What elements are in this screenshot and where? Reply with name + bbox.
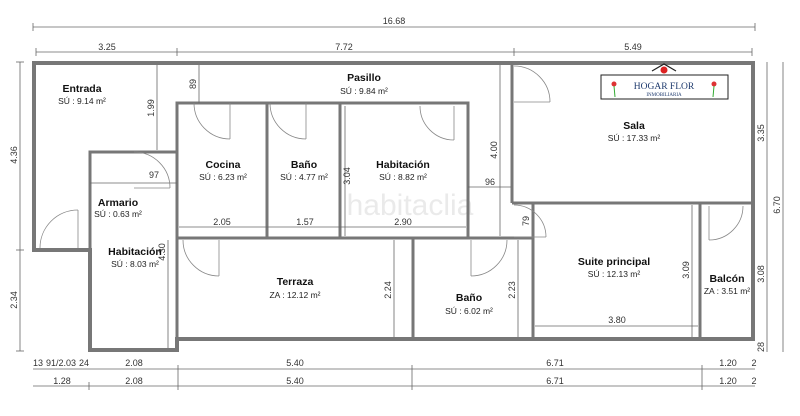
svg-text:SÚ : 9.84 m²: SÚ : 9.84 m² [340,86,388,96]
svg-text:SÚ : 6.02 m²: SÚ : 6.02 m² [445,306,493,316]
dim-304: 3.04 [342,167,352,185]
svg-text:Baño: Baño [291,159,317,171]
svg-text:SÚ : 9.14 m²: SÚ : 9.14 m² [58,96,106,106]
dim-left-1: 4.36 [9,146,19,164]
dim-205: 2.05 [213,217,231,227]
dim-157: 1.57 [296,217,314,227]
dim-b1-0: 13 [33,358,43,368]
dim-223: 2.23 [507,281,517,299]
svg-text:Habitación: Habitación [376,159,430,171]
svg-text:SÚ : 17.33 m²: SÚ : 17.33 m² [608,133,661,143]
dim-b1-5: 6.71 [546,358,564,368]
bottom-dimensions: 13 91/2.03 24 2.08 5.40 6.71 1.20 2 1.28… [33,358,757,390]
top-dimensions: 16.68 3.25 7.72 5.49 [32,16,756,56]
svg-text:Pasillo: Pasillo [347,72,381,84]
dim-b1-3: 2.08 [125,358,143,368]
svg-text:Cocina: Cocina [205,159,240,171]
dim-b1-6: 1.20 [719,358,737,368]
svg-text:Entrada: Entrada [62,83,101,95]
svg-text:SÚ : 0.63 m²: SÚ : 0.63 m² [94,209,142,219]
dim-b2-3: 6.71 [546,376,564,386]
dim-79: 79 [521,216,531,226]
svg-text:ZA : 12.12 m²: ZA : 12.12 m² [269,290,320,300]
doors [39,65,744,277]
dim-total-width: 16.68 [383,16,406,26]
dim-b1-7: 2 [751,358,756,368]
walls [32,61,755,352]
watermark: habitaclia [347,189,474,222]
dim-left-2: 2.34 [9,291,19,309]
dim-b1-1: 91/2.03 [46,358,76,368]
dim-b1-2: 24 [79,358,89,368]
room-terraza: Terraza ZA : 12.12 m² [269,276,320,300]
svg-text:SÚ : 12.13 m²: SÚ : 12.13 m² [588,269,641,279]
svg-text:Baño: Baño [456,292,482,304]
svg-text:Armario: Armario [98,197,138,209]
dim-right-1: 3.35 [756,124,766,142]
dim-400: 4.00 [489,141,499,159]
svg-text:Terraza: Terraza [277,276,314,288]
logo-name: HOGAR FLOR [634,82,695,92]
svg-text:Sala: Sala [623,120,645,132]
dim-right-3: 28 [756,342,766,352]
dim-309: 3.09 [681,261,691,279]
hogar-flor-logo: HOGAR FLOR INMOBILIARIA [600,63,729,100]
interior-dimensions: 89 1.99 97 3.04 4.00 96 2.05 1.57 2.90 4… [146,65,698,348]
dim-b2-2: 5.40 [286,376,304,386]
svg-text:ZA : 3.51 m²: ZA : 3.51 m² [704,286,750,296]
svg-text:Habitación: Habitación [108,246,162,258]
dim-b2-0: 1.28 [53,376,71,386]
svg-text:SÚ : 6.23 m²: SÚ : 6.23 m² [199,172,247,182]
room-pasillo: Pasillo SÚ : 9.84 m² [340,72,388,96]
dim-top-1: 3.25 [98,42,116,52]
dim-top-2: 7.72 [335,42,353,52]
svg-text:SÚ : 8.82 m²: SÚ : 8.82 m² [379,172,427,182]
dim-89: 89 [188,79,198,89]
dim-right-total: 6.70 [772,196,782,214]
svg-text:Balcón: Balcón [709,273,744,285]
room-bano-2: Baño SÚ : 6.02 m² [445,292,493,316]
dim-380: 3.80 [608,315,626,325]
dim-b1-4: 5.40 [286,358,304,368]
right-dimensions: 3.35 3.08 28 6.70 [756,62,784,352]
svg-text:Suite principal: Suite principal [578,256,650,268]
svg-text:SÚ : 8.03 m²: SÚ : 8.03 m² [111,259,159,269]
dim-430: 4.30 [157,243,167,261]
dim-b2-5: 2 [751,376,756,386]
dim-199: 1.99 [146,99,156,117]
dim-96: 96 [485,177,495,187]
dim-right-2: 3.08 [756,265,766,283]
dim-224: 2.24 [383,281,393,299]
left-dimensions: 4.36 2.34 [9,61,24,352]
dim-b2-1: 2.08 [125,376,143,386]
dim-290: 2.90 [394,217,412,227]
logo-subtitle: INMOBILIARIA [646,93,682,98]
dim-top-3: 5.49 [624,42,642,52]
dim-97: 97 [149,170,159,180]
svg-text:SÚ : 4.77 m²: SÚ : 4.77 m² [280,172,328,182]
dim-b2-4: 1.20 [719,376,737,386]
